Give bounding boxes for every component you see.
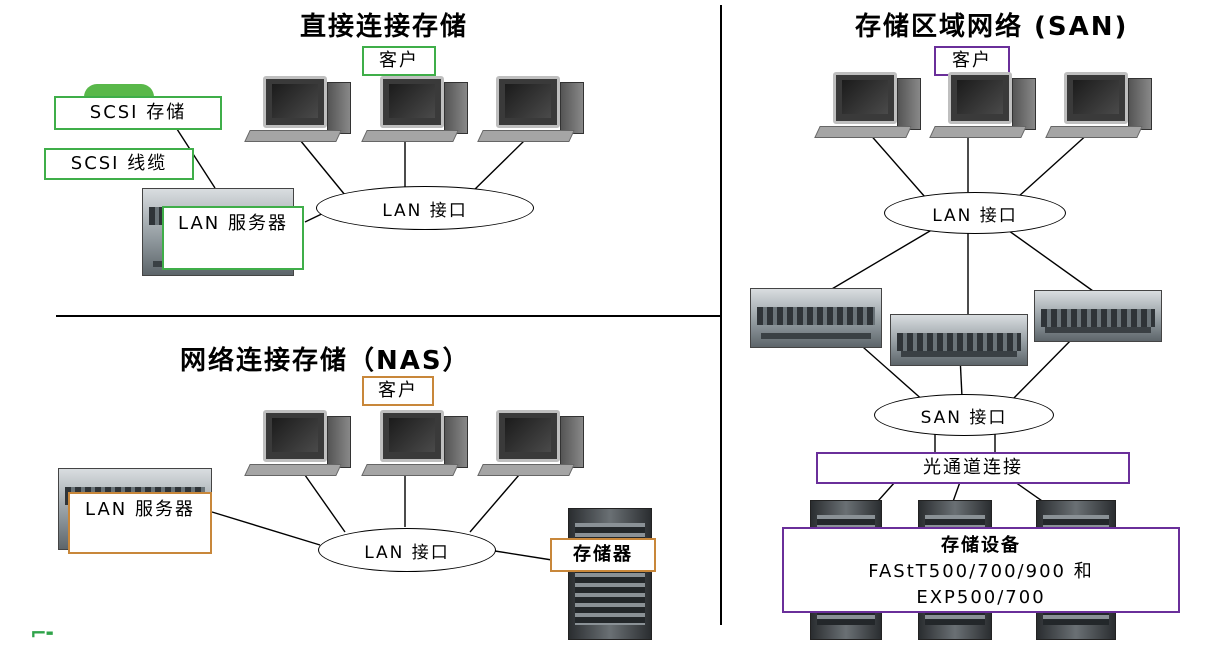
san-server-1-icon bbox=[750, 288, 882, 348]
nas-client-label: 客户 bbox=[362, 376, 434, 406]
san-title: 存储区域网络 (SAN) bbox=[855, 12, 1129, 42]
das-lan-switch: LAN 接口 bbox=[316, 186, 534, 230]
scsi-cable-label: SCSI 线缆 bbox=[44, 148, 194, 180]
logo-icon: ⌐╸ bbox=[30, 621, 59, 645]
storage-devices-line-2: EXP500/700 bbox=[916, 587, 1046, 608]
nas-title: 网络连接存储（NAS） bbox=[180, 346, 471, 376]
san-client-label: 客户 bbox=[934, 46, 1010, 76]
das-client-pc-2 bbox=[361, 76, 472, 146]
scsi-storage-label: SCSI 存储 bbox=[54, 96, 222, 130]
nas-storage-label: 存储器 bbox=[550, 538, 656, 572]
san-switch: SAN 接口 bbox=[874, 394, 1054, 436]
nas-lan-switch: LAN 接口 bbox=[318, 528, 496, 572]
nas-client-pc-1 bbox=[244, 410, 355, 480]
san-client-pc-2 bbox=[929, 72, 1040, 142]
das-client-pc-1 bbox=[244, 76, 355, 146]
nas-client-pc-2 bbox=[361, 410, 472, 480]
storage-devices-title: 存储设备 bbox=[941, 535, 1021, 556]
san-lan-switch: LAN 接口 bbox=[884, 192, 1066, 234]
san-server-2-icon bbox=[890, 314, 1028, 366]
san-server-3-icon bbox=[1034, 290, 1162, 342]
storage-devices-line-1: FAStT500/700/900 和 bbox=[868, 561, 1094, 582]
das-client-label: 客户 bbox=[362, 46, 436, 76]
san-client-pc-3 bbox=[1045, 72, 1156, 142]
nas-storage-icon bbox=[568, 508, 652, 640]
das-title: 直接连接存储 bbox=[300, 12, 469, 42]
nas-client-pc-3 bbox=[477, 410, 588, 480]
das-client-pc-3 bbox=[477, 76, 588, 146]
fibre-channel-label: 光通道连接 bbox=[816, 452, 1130, 484]
das-lan-server-label: LAN 服务器 bbox=[162, 206, 304, 270]
san-client-pc-1 bbox=[814, 72, 925, 142]
nas-lan-server-label: LAN 服务器 bbox=[68, 492, 212, 554]
san-storage-devices-box: 存储设备 FAStT500/700/900 和 EXP500/700 bbox=[782, 527, 1180, 613]
